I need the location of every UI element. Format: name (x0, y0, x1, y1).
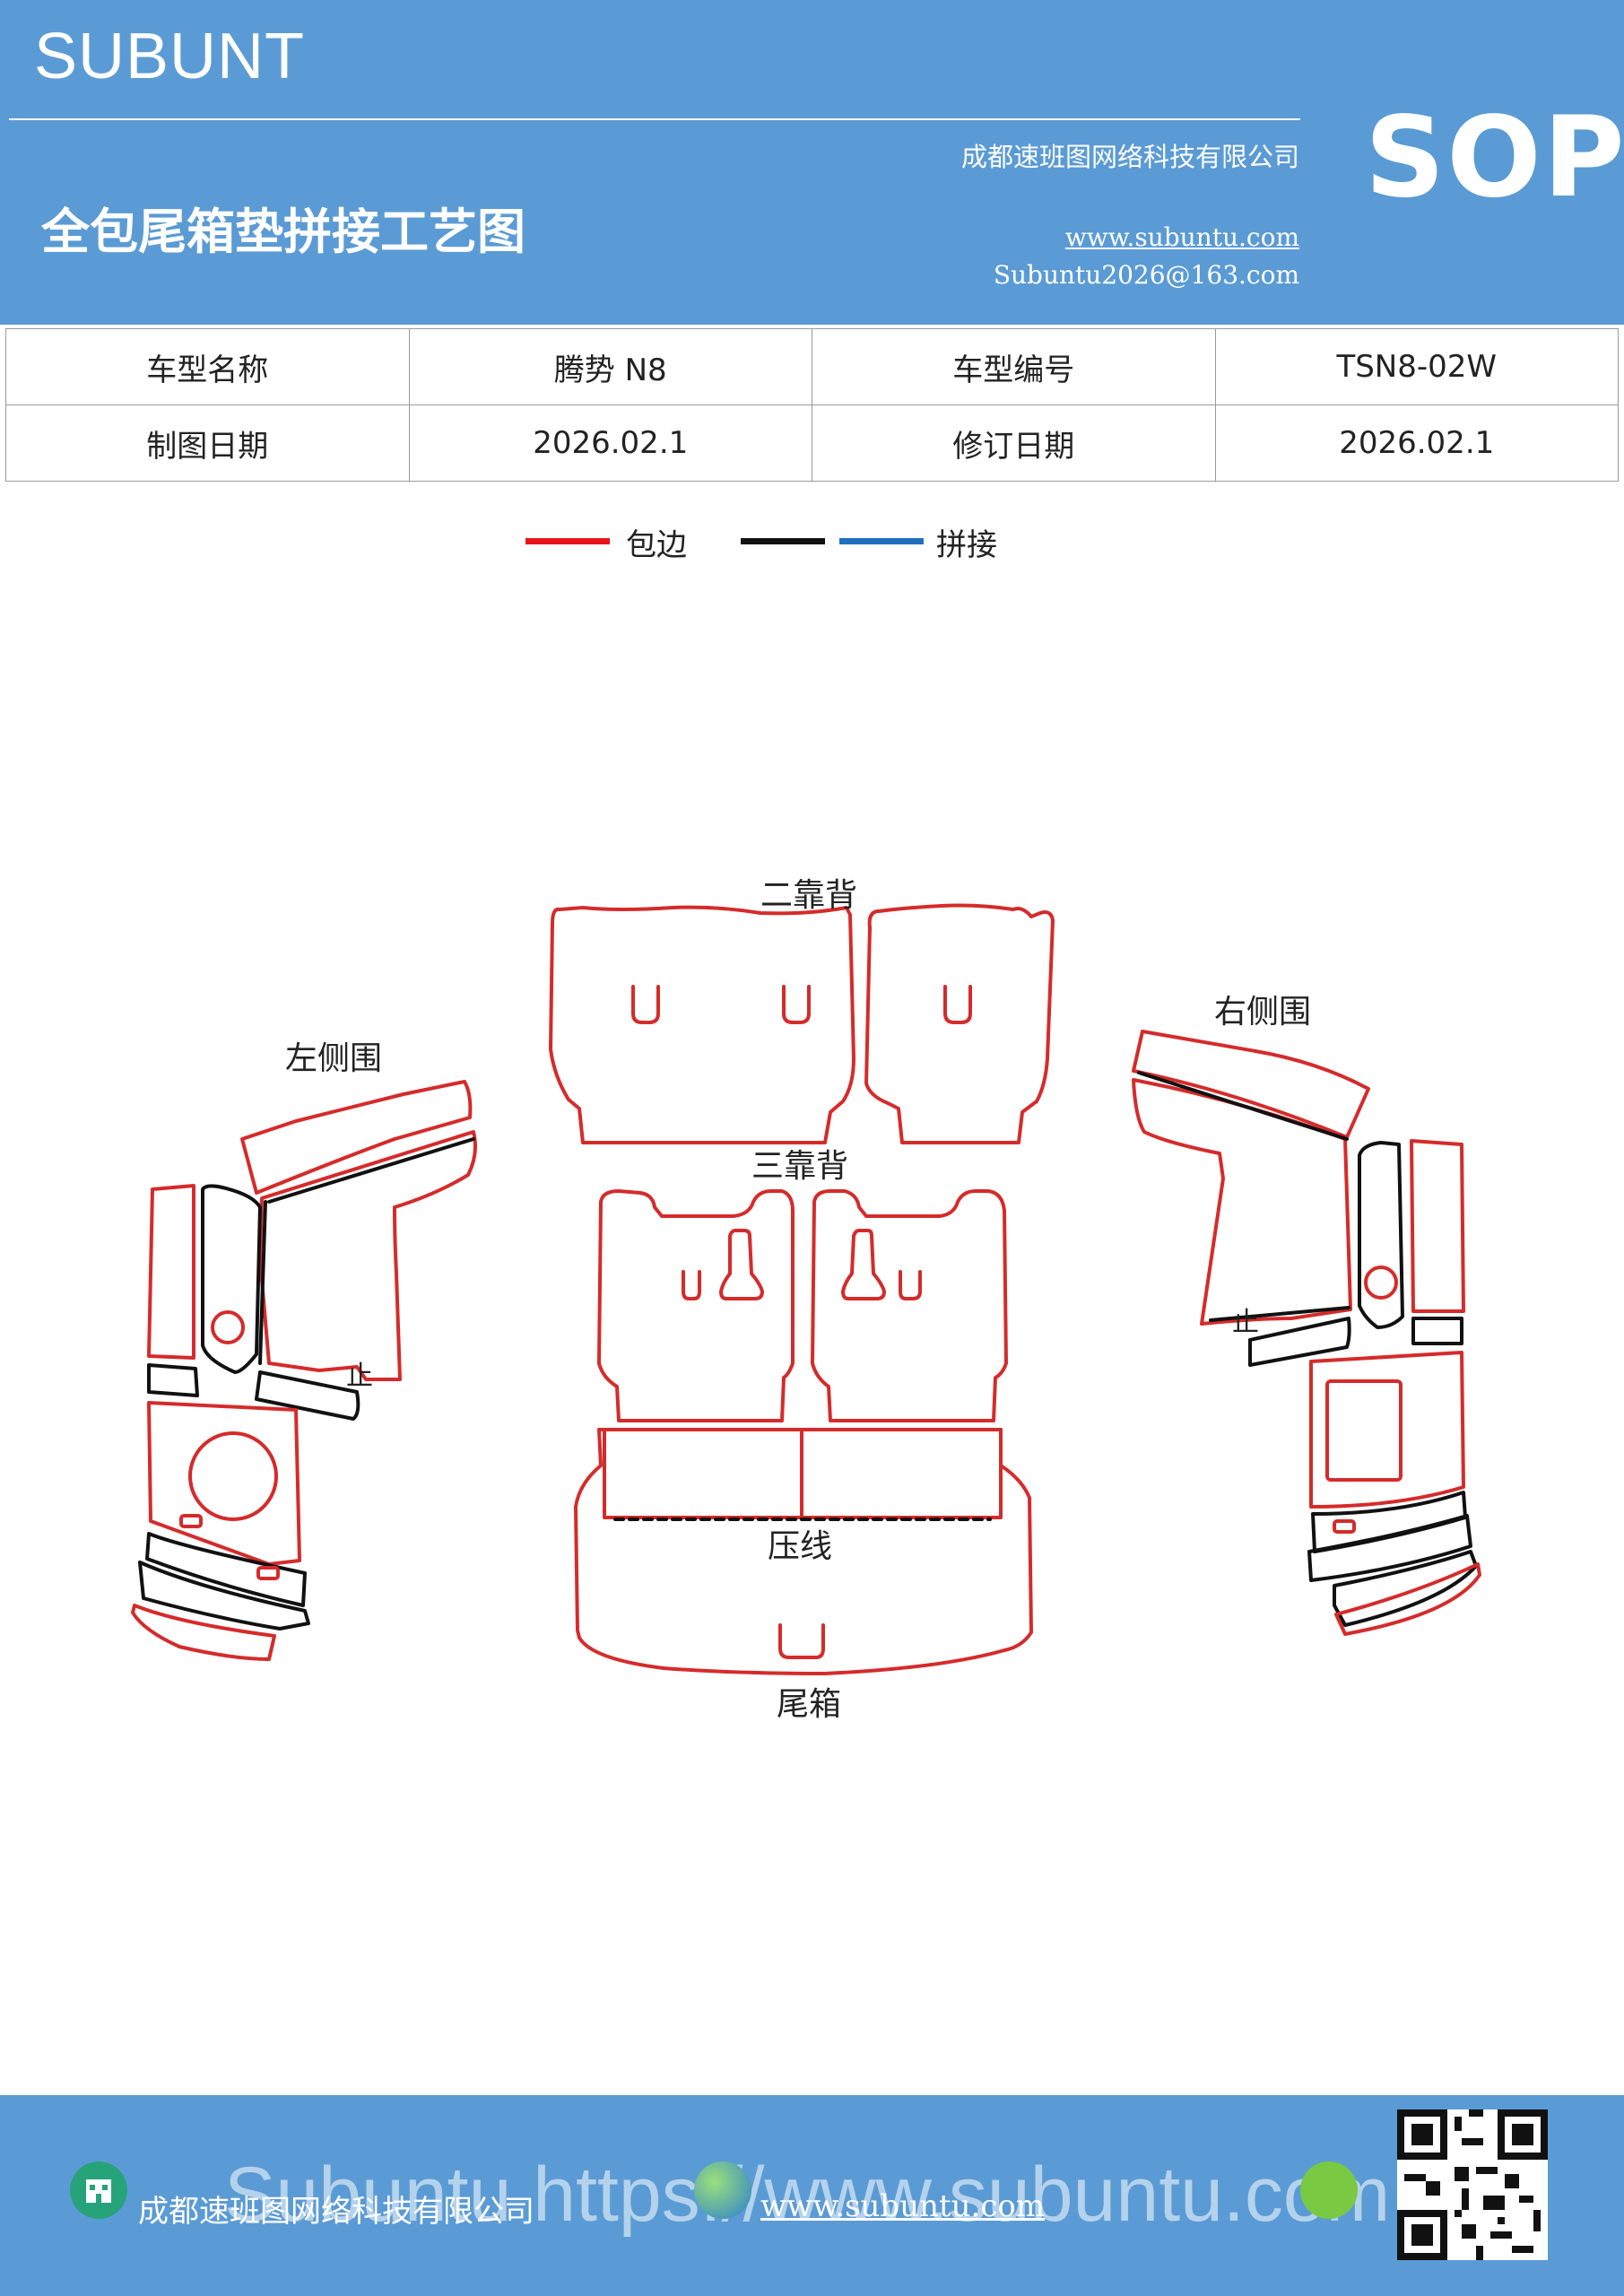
table-cell: 制图日期 (5, 404, 410, 482)
footer-watermark: Subuntu https://www.subuntu.com (224, 2152, 1391, 2238)
table-cell: 2026.02.1 (1214, 404, 1619, 482)
third-back-right-panel (811, 1189, 1008, 1422)
right-side-strip (1410, 1139, 1465, 1313)
label-stop-left: 止 (346, 1361, 373, 1392)
table-row: 车型名称 腾势 N8 车型编号 TSN8-02W (5, 328, 1619, 405)
footer-website-link[interactable]: www.subuntu.com (760, 2188, 1046, 2224)
right-side-window (1325, 1379, 1403, 1482)
right-side-slot (1333, 1519, 1356, 1534)
label-trunk: 尾箱 (777, 1686, 841, 1723)
third-back-left-keyhole (719, 1229, 764, 1300)
right-side-sill-2 (1307, 1514, 1472, 1582)
left-side-slot (179, 1514, 203, 1528)
left-side-lower-panel (147, 1401, 301, 1566)
document-title: 全包尾箱垫拼接工艺图 (41, 203, 525, 260)
left-side-speaker-hole (188, 1431, 278, 1521)
footer-company-name: 成都速班图网络科技有限公司 (138, 2194, 534, 2230)
line-legend: 包边 拼接 (0, 520, 1624, 574)
left-side-strip (201, 1184, 262, 1374)
globe-icon (694, 2161, 751, 2219)
left-side-small-block (147, 1363, 199, 1397)
legend-swatch-red (525, 538, 610, 544)
wechat-icon (1300, 2161, 1358, 2219)
company-name: 成都速班图网络科技有限公司 (960, 142, 1299, 172)
brand-logo-text: SUBUNT (34, 21, 306, 92)
table-cell: 2026.02.1 (408, 404, 812, 482)
right-side-sill-4 (1334, 1562, 1481, 1636)
trunk-floor-panel (574, 1428, 1033, 1675)
left-side-hole (211, 1310, 245, 1344)
left-side-small-block (255, 1370, 360, 1421)
legend-swatch-black (741, 538, 825, 544)
label-left-side: 左侧围 (285, 1040, 382, 1077)
second-back-left-slot (631, 985, 660, 1024)
third-back-left-panel (597, 1189, 795, 1422)
third-back-right-slot (899, 1270, 922, 1300)
label-right-side: 右侧围 (1214, 994, 1311, 1031)
second-back-right-panel (864, 903, 1055, 1144)
footer-band: Subuntu https://www.subuntu.com 成都速班图网络科… (0, 2095, 1624, 2296)
right-side-seam (1209, 1306, 1350, 1322)
legend-swatch-blue (839, 538, 924, 544)
right-side-upper-panel (1132, 1030, 1370, 1139)
legend-label-edge: 包边 (626, 527, 687, 563)
left-side-sill-2 (138, 1561, 310, 1631)
right-side-lower-panel (1309, 1351, 1465, 1509)
sop-badge: SOP (1365, 93, 1624, 222)
table-cell: 车型编号 (812, 328, 1216, 405)
building-icon (70, 2161, 127, 2219)
trunk-left-cover (603, 1428, 803, 1519)
header-band: SUBUNT 全包尾箱垫拼接工艺图 成都速班图网络科技有限公司 www.subu… (0, 0, 1624, 325)
left-side-sill-3 (131, 1604, 276, 1661)
left-side-sill-1 (145, 1532, 307, 1607)
legend-label-seam: 拼接 (936, 527, 997, 563)
right-side-strip (1358, 1141, 1404, 1329)
second-back-left-slot (782, 985, 811, 1024)
second-back-left-panel (549, 905, 855, 1144)
table-cell: 车型名称 (5, 328, 410, 405)
right-side-seam (1137, 1071, 1349, 1141)
label-stop-right: 止 (1232, 1307, 1259, 1338)
third-back-left-slot (682, 1270, 701, 1300)
table-row: 制图日期 2026.02.1 修订日期 2026.02.1 (5, 404, 1619, 482)
right-side-mid-panel (1132, 1078, 1352, 1326)
right-side-hole (1364, 1265, 1398, 1300)
left-side-seam (267, 1137, 475, 1204)
email-address: Subuntu2026@163.com (993, 260, 1299, 290)
trunk-right-cover (800, 1428, 1003, 1519)
second-back-right-slot (943, 985, 972, 1024)
table-cell: TSN8-02W (1214, 328, 1619, 405)
left-side-strip (147, 1184, 195, 1360)
label-third-back: 三靠背 (751, 1148, 848, 1185)
right-side-small-block (1411, 1317, 1463, 1345)
left-side-slot (256, 1566, 280, 1580)
website-link[interactable]: www.subuntu.com (1064, 222, 1299, 252)
right-side-small-block (1248, 1317, 1351, 1367)
label-second-back: 二靠背 (760, 877, 857, 914)
trunk-notch (778, 1623, 825, 1659)
vehicle-info-table: 车型名称 腾势 N8 车型编号 TSN8-02W 制图日期 2026.02.1 … (5, 328, 1619, 482)
table-cell: 腾势 N8 (408, 328, 812, 405)
third-back-right-keyhole (841, 1229, 886, 1300)
left-side-upper-panel (240, 1080, 473, 1195)
left-side-seam (258, 1200, 267, 1365)
label-crease: 压线 (768, 1528, 832, 1565)
header-divider (9, 118, 1300, 120)
left-side-mid-panel (258, 1130, 477, 1381)
qr-code (1397, 2109, 1548, 2260)
table-cell: 修订日期 (812, 404, 1216, 482)
